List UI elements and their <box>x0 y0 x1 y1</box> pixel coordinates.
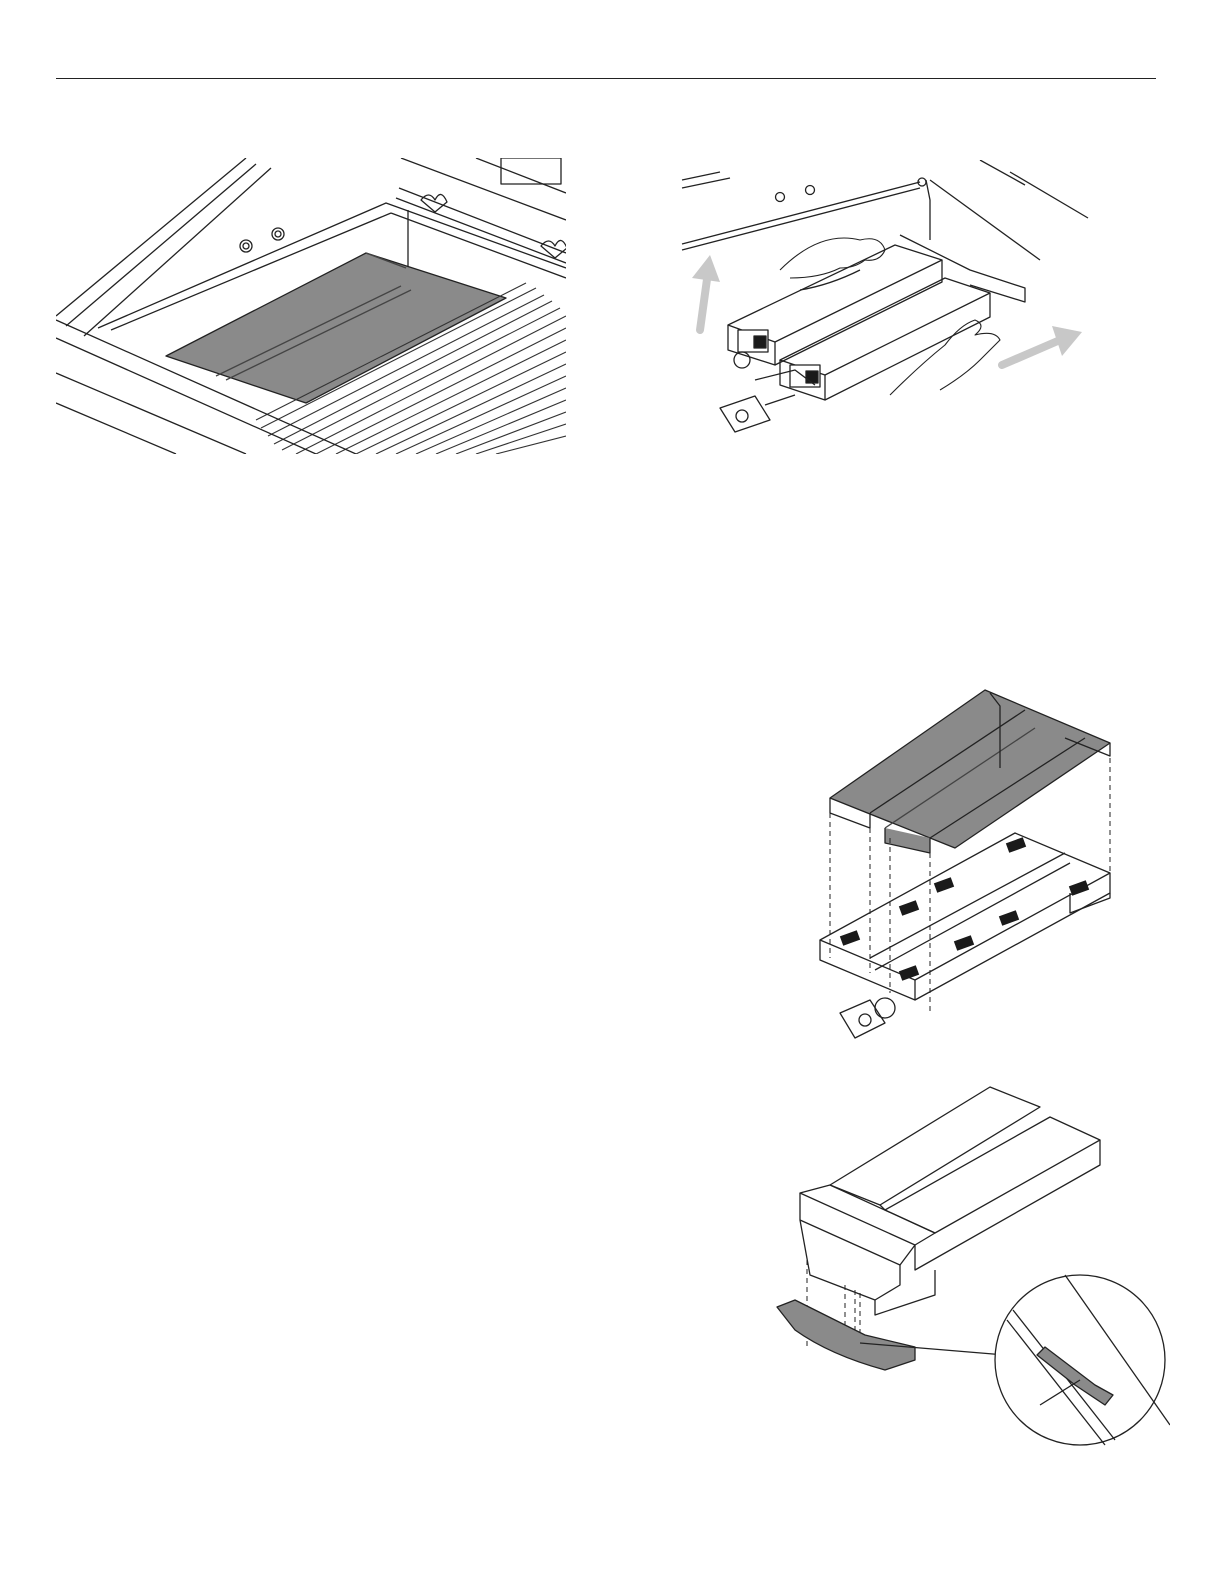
grill-interior-illustration <box>56 158 566 454</box>
exploded-burner-illustration <box>815 688 1115 1043</box>
header-rule <box>56 78 1156 79</box>
hands-lifting-burner-illustration <box>680 160 1100 445</box>
burner-bracket-detail-illustration <box>775 1085 1170 1450</box>
